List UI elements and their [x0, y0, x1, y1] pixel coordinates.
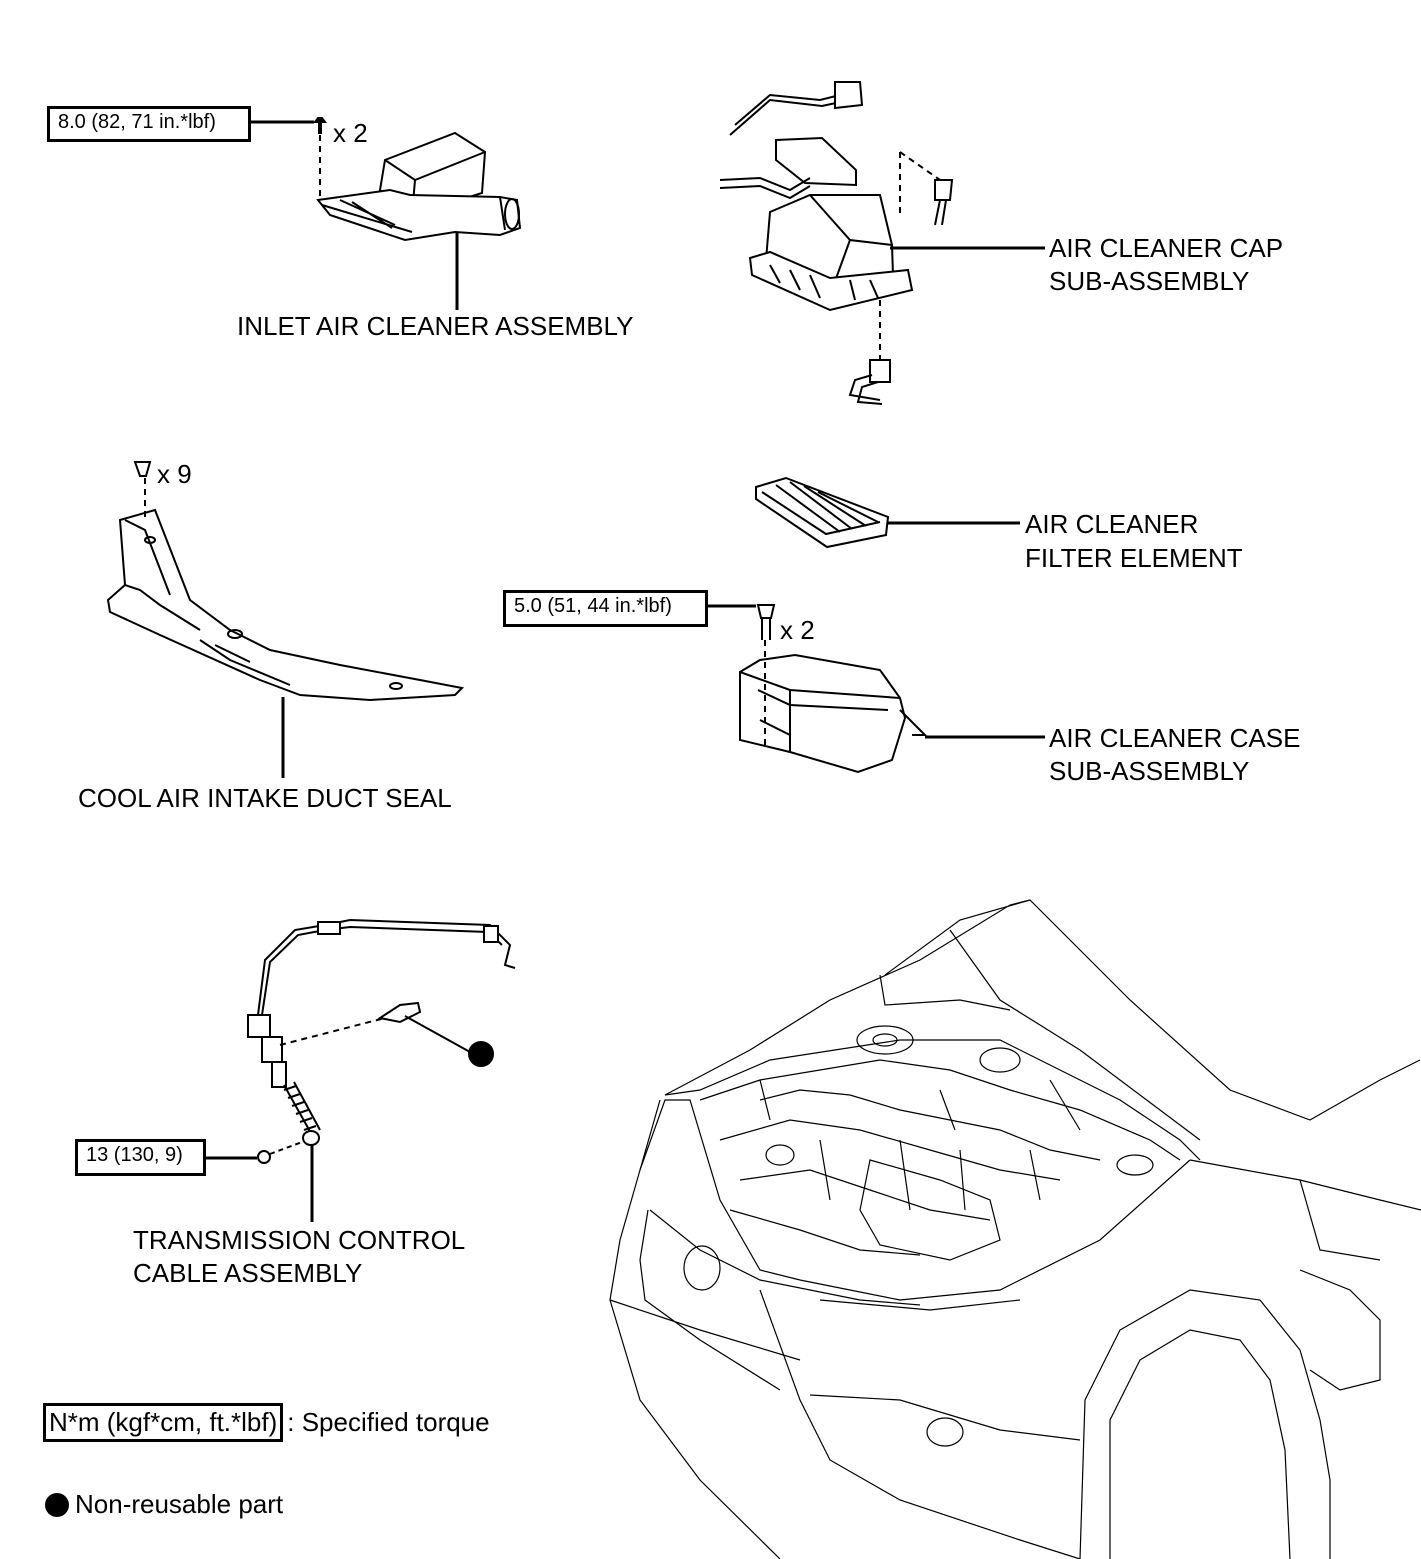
air-cleaner-cap-drawing	[719, 81, 954, 405]
legend-torque-desc: : Specified torque	[287, 1407, 490, 1437]
air-cleaner-filter-drawing	[755, 476, 890, 549]
case-bolt-quantity: x 2	[780, 615, 815, 645]
case-torque-box: 5.0 (51, 44 in.*lbf)	[503, 590, 708, 627]
case-label-line1: AIR CLEANER CASE	[1049, 723, 1301, 753]
cable-label-line1: TRANSMISSION CONTROL	[133, 1225, 466, 1255]
inlet-bolt-quantity: x 2	[333, 118, 368, 148]
legend-torque: N*m (kgf*cm, ft.*lbf): Specified torque	[43, 1403, 490, 1442]
legend-torque-unit-box: N*m (kgf*cm, ft.*lbf)	[43, 1403, 284, 1442]
transmission-cable-drawing	[247, 918, 516, 1164]
inlet-air-cleaner-label: INLET AIR CLEANER ASSEMBLY	[237, 311, 634, 341]
vehicle-front-drawing	[609, 899, 1421, 1559]
cable-torque-box: 13 (130, 9)	[75, 1139, 206, 1176]
nonreusable-marker-icon	[468, 1041, 494, 1067]
inlet-air-cleaner-drawing	[313, 117, 522, 242]
inlet-torque-box: 8.0 (82, 71 in.*lbf)	[47, 106, 251, 142]
cool-air-duct-seal-drawing	[106, 461, 465, 702]
cap-label-line1: AIR CLEANER CAP	[1049, 233, 1284, 263]
filter-label-line2: FILTER ELEMENT	[1025, 543, 1243, 573]
case-torque-value: 5.0 (51, 44 in.*lbf)	[514, 595, 672, 617]
filter-label-line1: AIR CLEANER	[1025, 509, 1199, 539]
nonreusable-legend-icon	[45, 1492, 69, 1517]
seal-clip-quantity: x 9	[157, 459, 192, 489]
legend-nonreusable-text: Non-reusable part	[75, 1489, 284, 1519]
inlet-torque-value: 8.0 (82, 71 in.*lbf)	[58, 111, 216, 133]
cable-torque-value: 13 (130, 9)	[86, 1144, 183, 1166]
cap-label-line2: SUB-ASSEMBLY	[1049, 266, 1250, 296]
duct-seal-label: COOL AIR INTAKE DUCT SEAL	[78, 783, 452, 813]
air-cleaner-case-drawing	[739, 604, 928, 774]
legend-nonreusable: Non-reusable part	[45, 1488, 283, 1521]
case-label-line2: SUB-ASSEMBLY	[1049, 756, 1250, 786]
cable-label-line2: CABLE ASSEMBLY	[133, 1258, 363, 1288]
